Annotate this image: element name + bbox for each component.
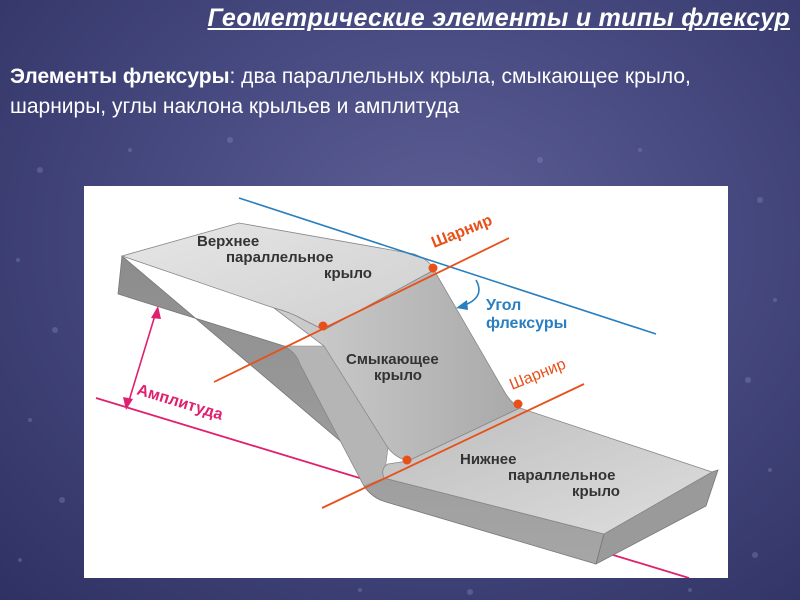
hinge-point-lower-left: [402, 455, 412, 465]
angle-arrow-head: [456, 300, 468, 310]
hinge-point-upper-right: [428, 263, 438, 273]
hinge-point-upper-left: [318, 321, 328, 331]
lower-limb-label-2: параллельное: [508, 467, 615, 484]
upper-limb-label-3: крыло: [324, 265, 372, 282]
slide-title: Геометрические элементы и типы флексур: [207, 4, 790, 32]
hinge-upper-label: Шарнир: [429, 212, 495, 252]
middle-limb-label-1: Смыкающее: [346, 351, 439, 368]
subtitle-term: Элементы флексуры: [10, 65, 230, 88]
middle-limb-surface: [273, 269, 521, 462]
amplitude-arrow: [127, 311, 157, 405]
hinge-lower-label: Шарнир: [507, 356, 568, 394]
slide-subtitle: Элементы флексуры: два параллельных крыл…: [10, 62, 770, 122]
middle-limb-front: [283, 345, 389, 487]
middle-limb-label-2: крыло: [374, 367, 422, 384]
upper-limb-label-2: параллельное: [226, 249, 333, 266]
amplitude-arrow-head-bottom: [123, 397, 133, 410]
angle-label-2: флексуры: [486, 315, 567, 332]
lower-limb-label-1: Нижнее: [460, 451, 516, 468]
subtitle-description: : два параллельных крыла, смыкающее крыл…: [10, 65, 691, 118]
amplitude-arrow-head-top: [151, 306, 161, 319]
angle-label-1: Угол: [486, 297, 521, 314]
flexure-diagram: Верхнее параллельное крыло Смыкающее кры…: [84, 186, 728, 578]
hinge-line-upper: [213, 237, 510, 383]
lower-limb-label-3: крыло: [572, 483, 620, 500]
upper-limb-label-1: Верхнее: [197, 233, 259, 250]
amplitude-label: Амплитуда: [135, 382, 225, 424]
hinge-point-lower-right: [513, 399, 523, 409]
hinge-line-lower: [321, 383, 585, 509]
angle-reference-line: [238, 197, 657, 335]
